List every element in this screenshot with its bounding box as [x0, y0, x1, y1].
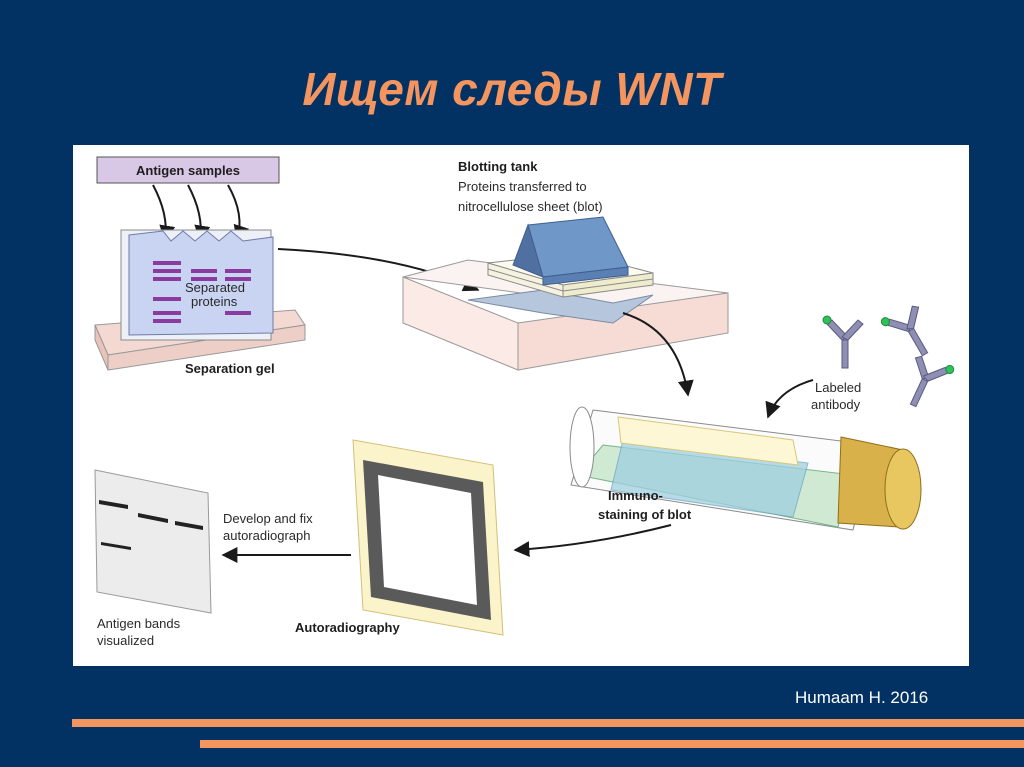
antigen-bands-label-2: visualized [97, 633, 154, 648]
blotting-tank-line1: Proteins transferred to [458, 179, 587, 194]
arrow-antibody-to-tube [765, 379, 814, 419]
accent-stripe-top [72, 719, 1024, 727]
labeled-antibody-line2: antibody [811, 397, 861, 412]
develop-label-2: autoradiograph [223, 528, 310, 543]
separated-label-2: proteins [191, 294, 238, 309]
blotting-tank-line2: nitrocellulose sheet (blot) [458, 199, 603, 214]
blotting-tank [402, 216, 729, 371]
blotting-tank-title: Blotting tank [458, 159, 538, 174]
visualized-blot [94, 469, 212, 614]
labeled-antibody-line1: Labeled [815, 380, 861, 395]
author-credit: Humaam H. 2016 [795, 688, 929, 707]
diagram-svg: Antigen samples [94, 156, 955, 648]
protein-bands [153, 261, 251, 323]
antigen-bands-label-1: Antigen bands [97, 616, 181, 631]
separation-gel-label: Separation gel [185, 361, 275, 376]
accent-stripe-bottom [200, 740, 1024, 748]
separated-label-1: Separated [185, 280, 245, 295]
arrow-to-tube [622, 312, 694, 397]
autoradiograph-film [352, 439, 504, 636]
develop-label-1: Develop and fix [223, 511, 313, 526]
immunostaining-tube [569, 406, 922, 531]
separation-gel [94, 229, 306, 371]
slide-title: Ищем следы WNT [302, 63, 722, 115]
labeled-antibodies [822, 305, 955, 408]
arrow-to-autorad [513, 524, 672, 558]
immuno-label-2: staining of blot [598, 507, 692, 522]
immuno-label-1: Immuno- [608, 488, 663, 503]
antigen-samples-label: Antigen samples [136, 163, 240, 178]
antigen-samples-box: Antigen samples [96, 156, 280, 184]
autoradiography-label: Autoradiography [295, 620, 400, 635]
western-blot-diagram: Antigen samples [73, 145, 969, 666]
